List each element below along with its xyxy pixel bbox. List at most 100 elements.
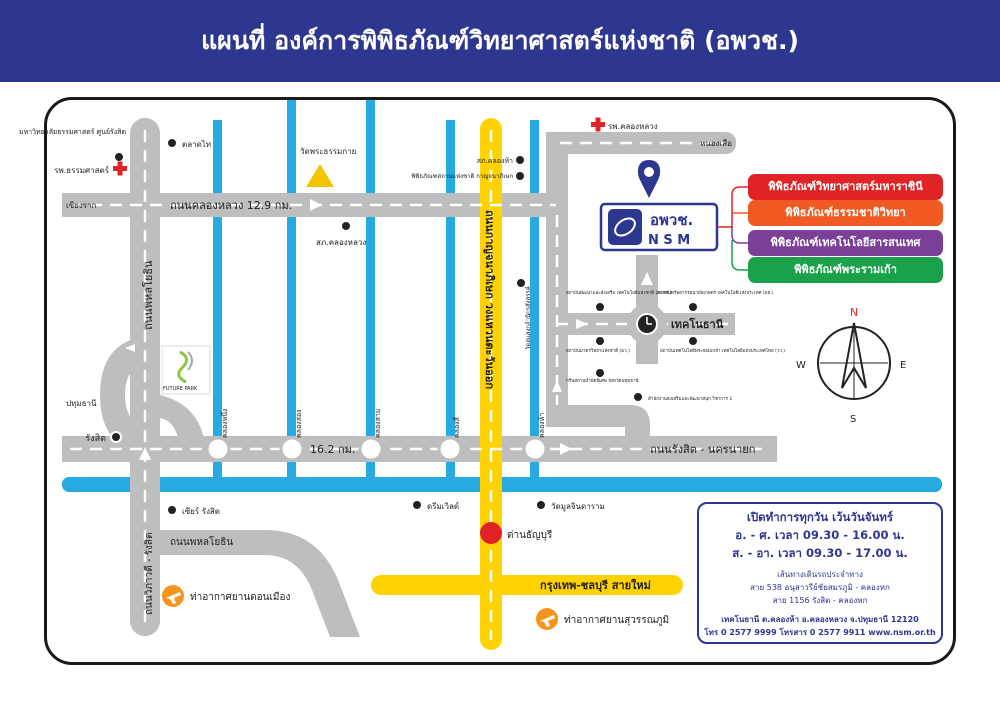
junction bbox=[279, 436, 305, 462]
label-rangsit-nakhon-nayok: ถนนรังสิต - นครนายก bbox=[650, 443, 755, 456]
label-klong-luang-hospital: รพ.คลองหลวง bbox=[608, 122, 658, 131]
arrow-icon bbox=[560, 443, 572, 455]
label-canal-5: คลองห้า bbox=[538, 413, 546, 438]
marker-dot bbox=[515, 277, 527, 289]
highway-motorway bbox=[371, 575, 683, 595]
label-pathum-thani: ปทุมธานี bbox=[66, 399, 97, 408]
road-connector bbox=[546, 405, 650, 449]
marker-dot bbox=[514, 170, 526, 182]
hospital-icon bbox=[113, 161, 127, 176]
marker-dot bbox=[632, 391, 644, 403]
label-rangsit: รังสิต bbox=[85, 433, 106, 444]
arrow-icon bbox=[139, 447, 151, 460]
label-nong-suea: หนองเสือ bbox=[700, 139, 732, 148]
compass-rose bbox=[817, 322, 891, 400]
weekend-hours: ส. - อา. เวลา 09.30 - 17.00 น. bbox=[732, 546, 908, 560]
compass-e: E bbox=[900, 360, 906, 371]
label-suvarnabhumi: ท่าอากาศยานสุวรรณภูมิ bbox=[564, 615, 669, 626]
page-title: แผนที่ องค์การพิพิธภัณฑ์วิทยาศาสตร์แห่งช… bbox=[201, 26, 799, 55]
label-kanchanaphisek: ถนนกาญจนาภิเษก วงแหวนตะวันออก bbox=[483, 210, 496, 389]
logo-eng-text: N S M bbox=[648, 233, 690, 248]
label-thammasat-hospital: รพ.ธรรมศาสตร์ bbox=[54, 165, 110, 175]
lane-markings bbox=[70, 130, 770, 640]
label-klong-luang-post: สภ.คลองหลวง bbox=[316, 238, 366, 247]
road-techno-east bbox=[655, 313, 735, 335]
label-motorway: กรุงเทพ-ชลบุรี สายใหม่ bbox=[540, 578, 651, 593]
info-box: เปิดทำการทุกวัน เว้นวันจันทร์ อ. - ศ. เว… bbox=[697, 502, 943, 644]
toll-icon bbox=[480, 522, 502, 544]
marker-dot bbox=[594, 367, 606, 379]
nsm-logo bbox=[599, 202, 719, 252]
arrow-icon bbox=[310, 199, 322, 211]
label-wat-sa: วัดสแสงกล้านิกรสังสรรค์ bbox=[524, 286, 532, 350]
label-phahonyothin-top: ถนนพหลโยธิน bbox=[141, 260, 155, 330]
label-tech-e: สถาบันเทคโนโลยีพระจอมเกล้า เทคโนโลยีแห่ง… bbox=[660, 347, 785, 354]
label-canal-1: คลองหนึ่ง bbox=[220, 409, 229, 438]
museum-label[interactable]: พิพิธภัณฑ์ธรรมชาติวิทยา bbox=[748, 200, 943, 226]
arrow-icon bbox=[576, 319, 588, 329]
compass-s: S bbox=[850, 414, 856, 425]
hospital-icon bbox=[591, 117, 605, 132]
location-pin-icon bbox=[637, 160, 661, 198]
marker-dot bbox=[411, 499, 423, 511]
highway-kanchanaphisek bbox=[480, 118, 502, 650]
airplane-icon bbox=[536, 608, 558, 630]
marker-dot bbox=[340, 220, 352, 232]
marker-dot bbox=[687, 335, 699, 347]
label-phahonyothin-bottom: ถนนพหลโยธิน bbox=[170, 535, 233, 548]
address: เทคโนธานี ต.คลองห้า อ.คลองหลวง จ.ปทุมธาน… bbox=[721, 615, 919, 624]
label-national-museum: พิพิธภัณฑสถานแห่งชาติ กาญจนาภิเษก bbox=[411, 173, 513, 180]
museum-label[interactable]: พิพิธภัณฑ์พระรามเก้า bbox=[748, 257, 943, 283]
compass-w: W bbox=[796, 360, 806, 371]
future-park-logo bbox=[161, 345, 211, 395]
header-bar: แผนที่ องค์การพิพิธภัณฑ์วิทยาศาสตร์แห่งช… bbox=[0, 0, 1000, 82]
museum-connectors bbox=[717, 186, 750, 271]
label-canal-2: คลองสอง bbox=[295, 410, 303, 439]
label-toll: ด่านธัญบุรี bbox=[507, 529, 553, 541]
label-talad-thai: ตลาดไท bbox=[182, 140, 211, 149]
label-rangsit-16: 16.2 กม. bbox=[310, 443, 355, 456]
arrow-icon bbox=[125, 344, 135, 352]
label-wat-dhammakaya: วัดพระธรรมกาย bbox=[300, 147, 356, 156]
road-vibhavadi-curve bbox=[100, 335, 160, 455]
contact: โทร 0 2577 9999 โทรสาร 0 2577 9911 www.n… bbox=[704, 628, 936, 637]
direction-arrows bbox=[125, 199, 653, 460]
marker-dot bbox=[594, 335, 606, 347]
marker-dot bbox=[514, 154, 526, 166]
place-markers bbox=[110, 137, 699, 516]
museum-label[interactable]: พิพิธภัณฑ์เทคโนโลยีสารสนเทศ bbox=[748, 230, 943, 256]
label-chiang-rak: เชียงราก bbox=[66, 201, 97, 210]
label-klong-luang-road: ถนนคลองหลวง 12.9 กม. bbox=[170, 199, 292, 212]
label-thammasat-univ: มหาวิทยาลัยธรรมศาสตร์ ศูนย์รังสิต bbox=[19, 128, 126, 136]
logo-thai-text: อพวช. bbox=[650, 211, 693, 229]
marker-dot bbox=[166, 137, 178, 149]
road-east-vertical bbox=[546, 132, 568, 417]
bus-route-2: สาย 1156 รังสิต - คลองหก bbox=[772, 596, 868, 605]
canal-5 bbox=[530, 120, 539, 480]
label-tech-s: สำนักงานส่งเสริมและพัฒนาสนุก วิชาการ 1 bbox=[648, 395, 732, 402]
compass-n: N bbox=[850, 306, 858, 319]
airplane-icon bbox=[162, 585, 184, 607]
museum-label[interactable]: พิพิธภัณฑ์วิทยาศาสตร์มหาราชินี bbox=[748, 174, 943, 200]
label-future-park: FUTURE PARK bbox=[163, 386, 198, 392]
temple-icon bbox=[306, 164, 334, 187]
marker-dot bbox=[687, 301, 699, 313]
marker-dot bbox=[110, 431, 122, 443]
label-wat-mul: วัดมูลจินดาราม bbox=[551, 502, 605, 512]
label-don-mueang: ท่าอากาศยานดอนเมือง bbox=[190, 591, 291, 603]
label-tech-w: สถาบันมาตรวิทยาแห่งชาติ (มว.) bbox=[566, 348, 630, 354]
junction bbox=[522, 436, 548, 462]
label-tech-ne: สถาบันทรัพยากรอนามัยเกษตร เทคโนโลยีแห่งป… bbox=[657, 289, 774, 296]
marker-dot bbox=[594, 301, 606, 313]
marker-dot bbox=[113, 151, 125, 163]
map-frame bbox=[44, 97, 956, 665]
canal-4 bbox=[446, 120, 455, 480]
label-dream-world: ดรีมเวิลด์ bbox=[427, 501, 459, 511]
road-south-curve bbox=[160, 530, 360, 637]
road-ramp bbox=[160, 395, 205, 445]
junction bbox=[205, 436, 231, 462]
junction bbox=[358, 436, 384, 462]
junction bbox=[437, 436, 463, 462]
canal-1 bbox=[213, 120, 222, 480]
